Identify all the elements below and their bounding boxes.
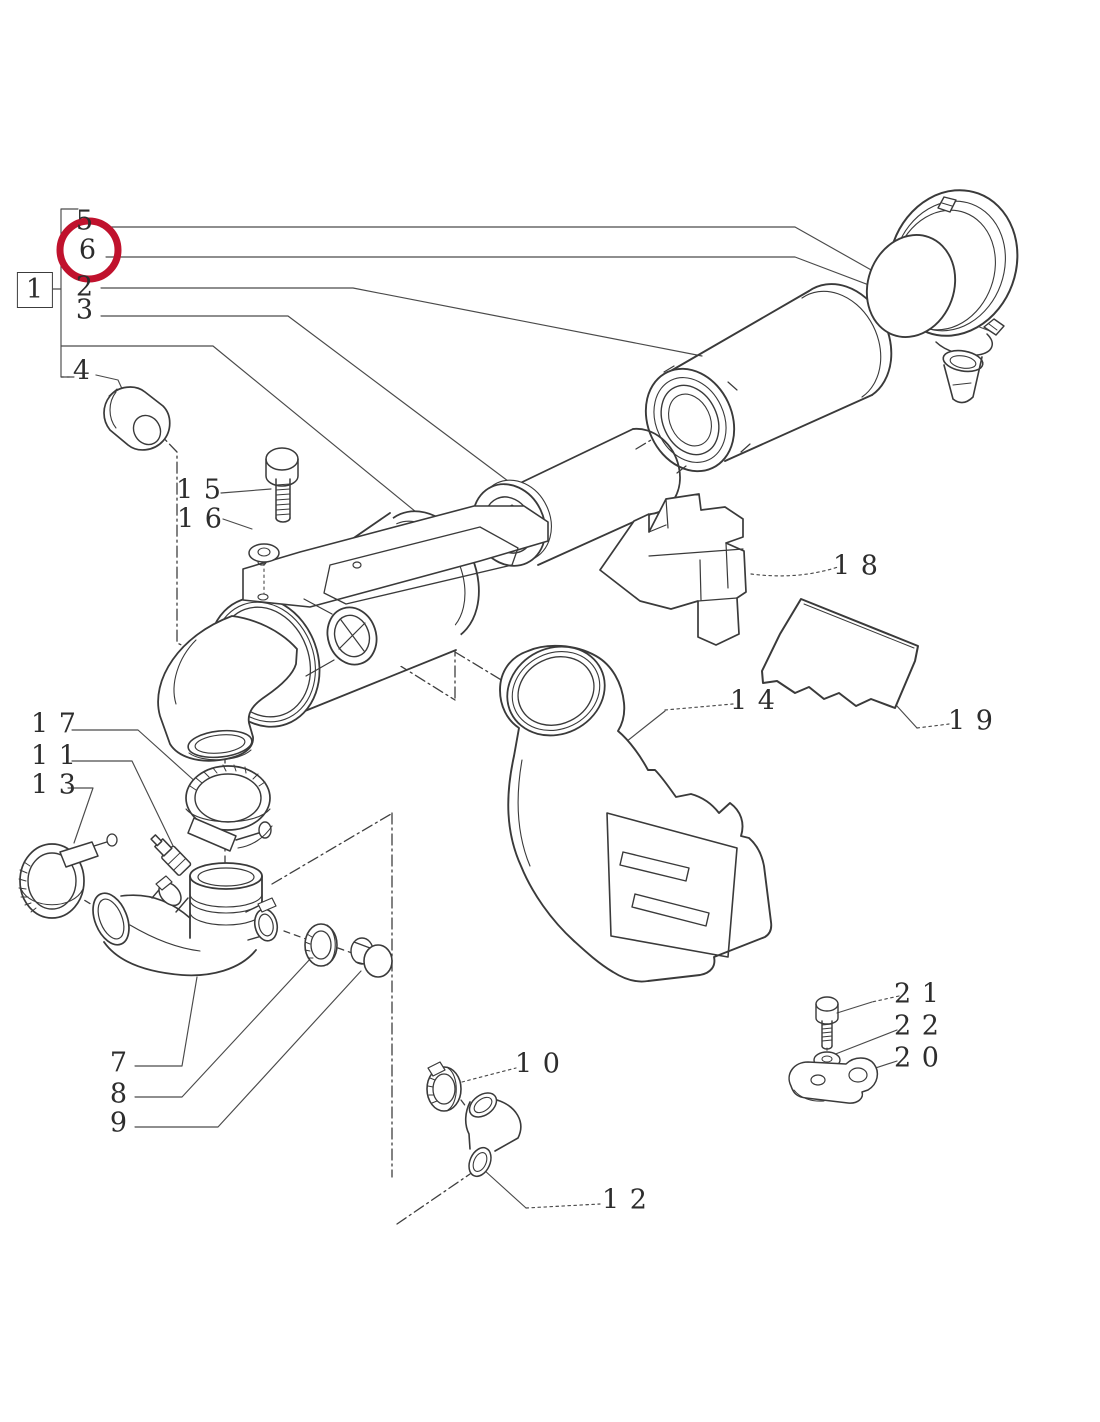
leader-3 [101, 316, 516, 487]
leader-12-dotted [526, 1204, 600, 1208]
duct-slot [620, 852, 689, 881]
leader-13 [68, 788, 93, 843]
washer-16 [249, 544, 279, 594]
leader-19 [896, 705, 917, 728]
callout-5: 5 [75, 205, 95, 237]
callout-17: 1 7 [31, 708, 77, 740]
leader-8 [135, 958, 311, 1097]
callout-15: 1 5 [176, 474, 222, 506]
callout-6: 6 [78, 234, 98, 266]
clamp-ring-8 [305, 924, 337, 966]
inlet-fitting-4 [104, 387, 170, 450]
duct-slot [632, 894, 709, 926]
callout-11: 1 1 [31, 740, 77, 772]
adapter-plate [324, 527, 518, 604]
leader-12 [484, 1170, 526, 1208]
leader-15 [221, 489, 271, 493]
callout-14: 1 4 [730, 685, 776, 717]
callout-4: 4 [72, 355, 92, 387]
leader-2 [101, 288, 702, 356]
highlight-circle-6 [60, 221, 118, 279]
callout-19: 1 9 [948, 705, 994, 737]
leader-5 [101, 227, 873, 271]
leader-11 [72, 761, 176, 852]
intake-duct-14 [492, 630, 771, 981]
callout-2: 2 [75, 271, 95, 303]
leader-14-dotted [665, 704, 733, 710]
callout-8: 8 [109, 1078, 129, 1110]
air-cleaner-cover [853, 172, 1038, 355]
cover-face [853, 222, 969, 349]
callout-21: 2 1 [894, 978, 940, 1010]
callout-3: 3 [75, 294, 95, 326]
elbow-hose-7 [86, 863, 280, 977]
callout-18: 1 8 [833, 550, 879, 582]
air-cleaner-housing [158, 495, 548, 761]
callout-22: 2 2 [894, 1010, 940, 1042]
sensor-11 [147, 831, 191, 876]
breather-hose-12 [465, 1088, 521, 1180]
leader-10 [462, 1068, 516, 1082]
leader-6 [106, 257, 990, 331]
centerline-part4 [155, 429, 206, 656]
centerline-elbow-up [272, 814, 391, 884]
callout-13: 1 3 [31, 769, 77, 801]
callout-9: 9 [109, 1107, 129, 1139]
leader-7 [135, 977, 197, 1066]
callout-7: 7 [109, 1047, 129, 1079]
hose-left-mouth [86, 888, 136, 950]
leader-18 [751, 567, 838, 576]
bolt-15 [266, 448, 298, 522]
callout-16: 1 6 [177, 503, 223, 535]
callout-box-1: 1 [16, 272, 54, 308]
leader-21-dotted [872, 996, 899, 1002]
centerline-port-duct [362, 642, 508, 700]
dust-ejector [942, 348, 985, 403]
callout-20: 2 0 [894, 1042, 940, 1074]
support-bracket-18 [600, 494, 746, 645]
leader-16 [223, 519, 252, 529]
cover-clip-bottom [984, 319, 1004, 335]
cover-spout [936, 334, 992, 355]
hose-clamp-17 [186, 765, 272, 851]
hose-clamp-13 [19, 834, 117, 918]
bolt-21 [816, 997, 838, 1074]
centerline-hose12 [397, 1174, 470, 1224]
outlet-mouth [187, 728, 253, 761]
foam-pad-19 [762, 599, 918, 708]
duct-flange [492, 630, 620, 751]
leader-19-dotted [917, 724, 949, 728]
leader-group-body [61, 346, 427, 521]
clamp-plate-20 [789, 1058, 877, 1103]
hose-clamp-10 [427, 1062, 461, 1111]
leader-21 [837, 1002, 872, 1013]
callout-10: 1 0 [515, 1048, 561, 1080]
outer-filter-element [630, 284, 892, 486]
centerline-plug [284, 931, 352, 953]
hose-top-opening [190, 863, 262, 889]
duct-opening [607, 813, 737, 957]
leader-17 [72, 730, 208, 793]
leader-9 [135, 971, 361, 1127]
plug-9 [351, 938, 392, 977]
outlet-elbow [158, 616, 297, 761]
leader-22 [833, 1030, 897, 1055]
callout-12: 1 2 [602, 1184, 648, 1216]
